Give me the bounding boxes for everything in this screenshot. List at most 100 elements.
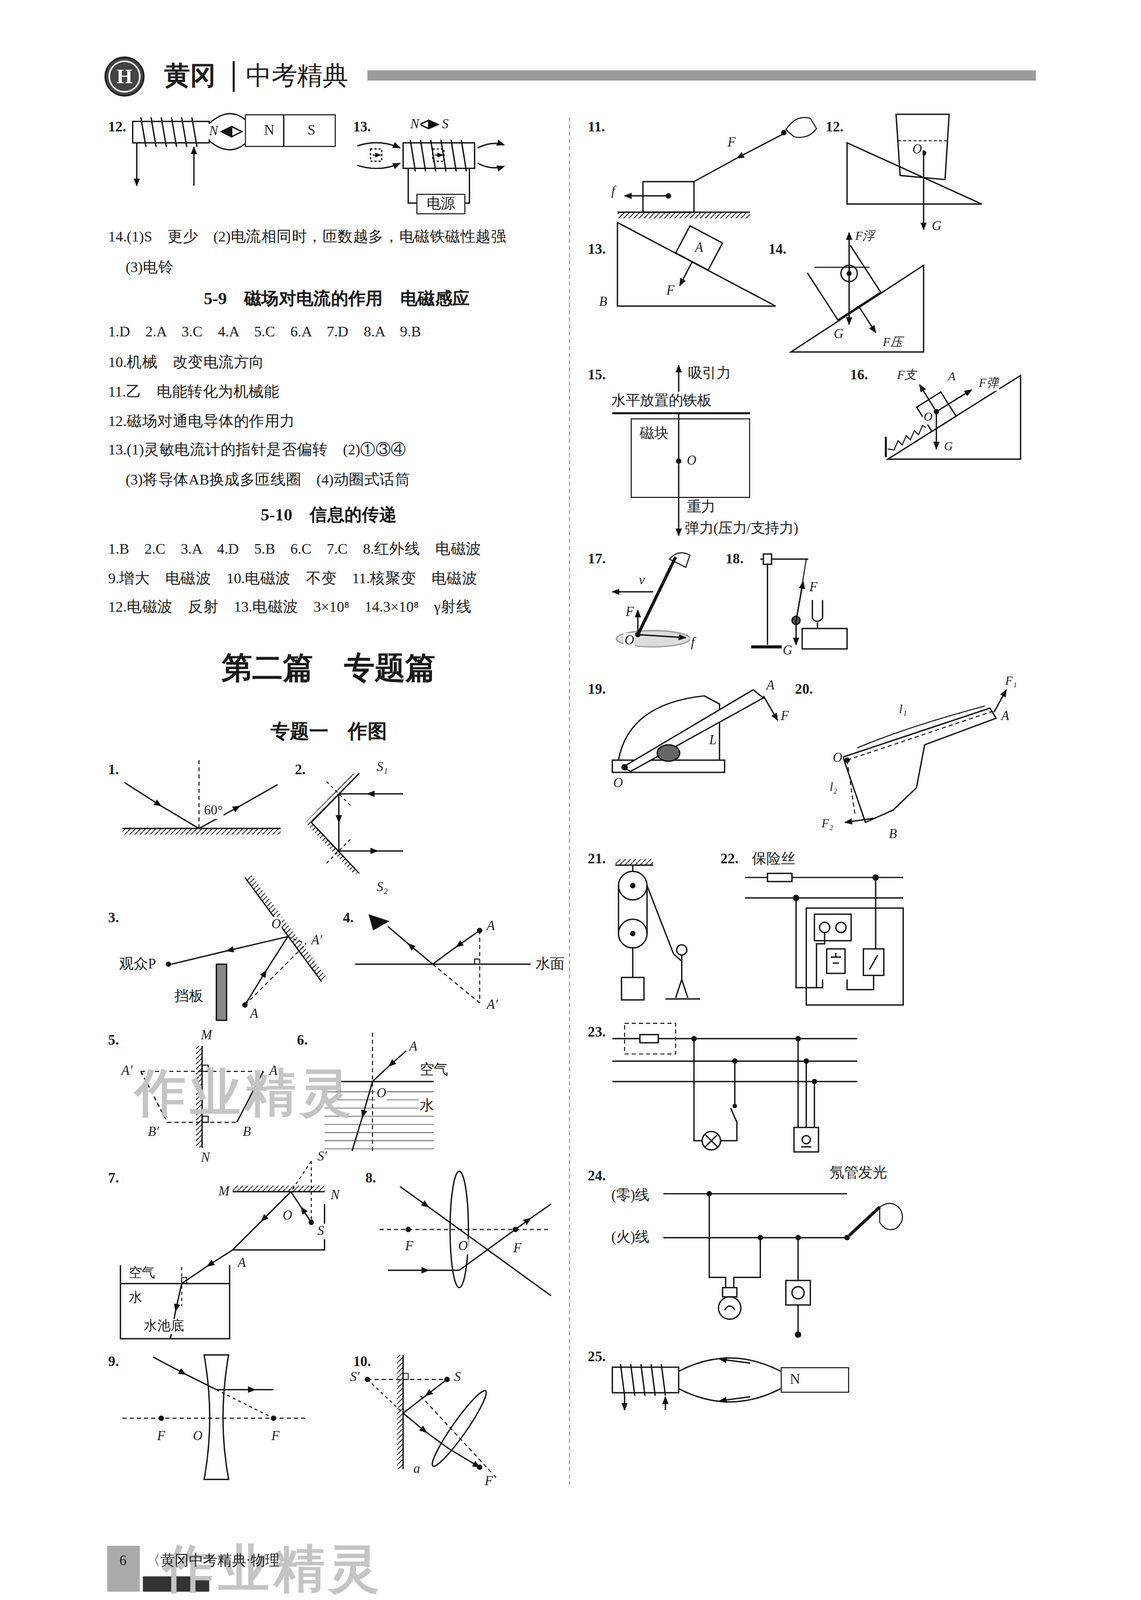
figure-label: O: [270, 917, 283, 933]
solenoid-figure-part: [372, 154, 381, 156]
block-on-slope-figure-part: [617, 222, 776, 307]
mirror-viewer-figure-part: [226, 937, 288, 952]
water-reflection-figure-part: [432, 964, 480, 1004]
section-heading: 专题一 作图: [269, 720, 389, 744]
circuit-figure-part: [793, 1127, 819, 1153]
mirror-viewer-figure-part: [244, 970, 267, 1006]
pulley-figure: [615, 859, 701, 1000]
figure-label: 挡板: [173, 989, 204, 1006]
tester-figure-part: [707, 1191, 712, 1197]
figure-label: F弹: [977, 376, 1000, 391]
double-mirror-figure-part: [305, 773, 360, 823]
figure-label: F₂: [820, 817, 835, 832]
socket-wiring-figure-part: [869, 955, 878, 970]
footer-text: 6: [118, 1553, 128, 1570]
figure-label: G: [832, 327, 845, 343]
figure-label: N: [409, 116, 421, 133]
answer-text: (3)电铃: [124, 258, 175, 276]
double-mirror-figure-part: [377, 850, 404, 852]
water-reflection-figure: [355, 915, 531, 1004]
water-reflection-figure-part: [408, 944, 434, 965]
figure-label: A′: [310, 933, 324, 949]
water-reflection-figure-part: [432, 947, 457, 965]
circuit-figure-part: [693, 1039, 737, 1141]
magnet-block-figure: [612, 365, 751, 537]
figure-label: 水: [418, 1098, 435, 1115]
circuit-figure-part: [639, 1034, 658, 1043]
figure-label: f: [610, 184, 617, 200]
mirror-viewer-figure-part: [171, 951, 227, 965]
circuit-figure-part: [691, 1036, 697, 1042]
header-graphics: [105, 56, 1036, 96]
mirror-lens-figure-part: [449, 1449, 480, 1468]
figure-label: O: [612, 776, 625, 792]
figure-label: F: [779, 708, 791, 724]
magnet-block-figure-part: [677, 413, 679, 536]
socket-wiring-figure-part: [806, 908, 904, 1006]
coil-magnet-figure-part: [719, 1359, 751, 1364]
mirror-viewer-figure-part: [244, 874, 328, 983]
lever-cutter-figure-part: [622, 764, 628, 771]
answer-text: 1.B 2.C 3.A 4.D 5.B 6.C 7.C 8.红外线 电磁波: [107, 540, 483, 558]
figure-label: F₁: [1004, 674, 1019, 689]
figure-label: A′: [120, 1063, 134, 1079]
solenoid-figure-part: [370, 149, 382, 162]
node-text: S: [290, 122, 333, 140]
figure-label: F: [624, 604, 635, 620]
circuit-figure-part: [624, 1023, 676, 1055]
node-text: 电源: [426, 195, 456, 213]
reflection-figure-part: [198, 760, 200, 829]
water-reflection-figure-part: [456, 930, 480, 947]
beaker-on-slope-figure-part: [859, 306, 876, 333]
mirror-viewer-figure-part: [216, 964, 227, 1021]
reflection-figure-part: [161, 806, 199, 829]
spring-block-figure-part: [887, 425, 926, 451]
tester-figure-part: [785, 1281, 811, 1306]
nail-clipper-figure-part: [857, 706, 985, 749]
answer-text: 14.(1)S 更少 (2)电流相同时，匝数越多，电磁铁磁性越强: [107, 228, 508, 246]
node-text: N: [247, 122, 291, 140]
electromagnet-figure-part: [136, 142, 138, 186]
figure-label: F: [404, 1239, 415, 1255]
mirror-pool-figure: [120, 1161, 325, 1340]
mirror-viewer-figure-part: [166, 962, 171, 967]
solenoid-figure-part: [428, 120, 438, 129]
magnet-block-figure-part: [677, 365, 679, 392]
circuit-figure-part: [803, 1059, 809, 1064]
figure-label: L: [708, 733, 719, 749]
figure-label: S₁: [375, 759, 390, 775]
figure-label: S: [440, 116, 450, 133]
tester-figure-part: [797, 1238, 799, 1333]
spring-block-figure: [886, 375, 1021, 460]
mirror-pool-figure-part: [290, 1191, 302, 1208]
socket-wiring-figure-part: [819, 922, 830, 933]
figure-label: 60°: [202, 803, 224, 819]
figure-label: F: [665, 283, 676, 299]
header-graphics-part: [232, 61, 236, 92]
circuit-figure-part: [801, 1146, 812, 1148]
figure-label: A: [693, 240, 705, 256]
lever-cutter-figure-part: [763, 696, 778, 721]
figure-label: F: [512, 1241, 523, 1257]
figure-label: M: [200, 1028, 214, 1044]
double-mirror-figure-part: [305, 822, 360, 874]
water-reflection-figure-part: [479, 930, 481, 1004]
pulley-figure-part: [673, 954, 689, 999]
socket-wiring-figure-part: [830, 953, 841, 964]
item-number: 20.: [793, 681, 814, 699]
item-number: 1.: [107, 762, 121, 779]
coil-magnet-figure-part: [664, 1397, 667, 1411]
answer-text: 9.增大 电磁波 10.电磁波 不变 11.核聚变 电磁波: [107, 569, 479, 588]
header-title: 中考精典: [244, 61, 349, 92]
figure-label: 水池底: [142, 1319, 185, 1335]
figure-label: 水平放置的铁板: [610, 392, 713, 410]
concave-lens-figure-part: [203, 1355, 229, 1480]
spring-block-figure-part: [884, 436, 888, 458]
solenoid-figure-part: [419, 120, 438, 129]
spring-block-figure-part: [935, 411, 937, 449]
double-mirror-figure-part: [338, 822, 340, 852]
figure-label: B: [887, 827, 898, 843]
spring-block-figure-part: [936, 389, 972, 412]
magnet-block-figure-part: [612, 412, 751, 415]
beaker-on-slope-figure-part: [814, 266, 870, 268]
